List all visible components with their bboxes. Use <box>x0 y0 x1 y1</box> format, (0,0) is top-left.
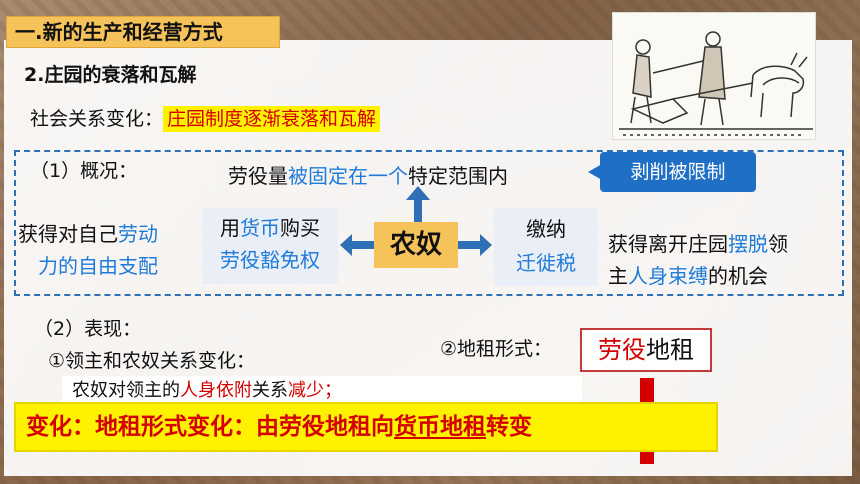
relation-change-heading: ①领主和农奴关系变化： <box>48 350 256 372</box>
corvee-text-post: 特定范围内 <box>408 164 508 188</box>
money-text-b: 货币 <box>240 216 280 240</box>
rent-text-b: 地租 <box>646 336 694 364</box>
tax-line-1: 缴纳 <box>526 217 566 241</box>
rent-text-a: 劳役 <box>598 336 646 364</box>
money-line-1: 用货币购买 <box>208 212 332 244</box>
labor-freedom-line-2: 力的自由支配 <box>38 254 158 278</box>
banner-text-b: 货币地租 <box>394 414 486 440</box>
ploughing-illustration-drawing <box>619 31 813 136</box>
relation-text-d: 减少； <box>288 380 342 401</box>
section-subtitle: 2.庄园的衰落和瓦解 <box>24 64 197 86</box>
leave-text-b: 摆脱 <box>728 232 768 256</box>
social-change-highlight: 庄园制度逐渐衰落和瓦解 <box>163 106 381 132</box>
leave-text-c: 领 <box>768 232 788 256</box>
money-exemption-box: 用货币购买 劳役豁免权 <box>202 208 338 284</box>
money-text-c: 购买 <box>280 216 320 240</box>
social-change-line: 社会关系变化：庄园制度逐渐衰落和瓦解 <box>30 104 381 132</box>
manifestation-label: （2）表现： <box>34 318 142 340</box>
labor-freedom-text: 获得对自己劳动 力的自由支配 <box>18 218 214 282</box>
relation-text-a: 农奴对领主的 <box>72 380 180 401</box>
corvee-fixed-text: 劳役量被固定在一个特定范围内 <box>228 160 508 189</box>
banner-text-a: 变化：地租形式变化：由劳役地租向 <box>26 414 394 440</box>
serf-center-box: 农奴 <box>374 222 458 268</box>
money-line-2: 劳役豁免权 <box>220 248 320 272</box>
corvee-text-pre: 劳役量 <box>228 164 288 188</box>
overview-dashed-box <box>14 150 844 296</box>
money-text-a: 用 <box>220 216 240 240</box>
ploughing-illustration <box>612 12 816 140</box>
tag-pointer <box>588 164 602 180</box>
tax-line-2: 迁徙税 <box>516 251 576 275</box>
corvee-text-blue: 被固定在一个 <box>288 164 408 188</box>
overview-label: （1）概况： <box>30 160 138 182</box>
labor-text-a: 获得对自己 <box>18 222 118 246</box>
labor-rent-box: 劳役地租 <box>580 328 712 372</box>
labor-text-b: 劳动 <box>118 222 158 246</box>
leave-manor-line-2: 主人身束缚的机会 <box>608 260 844 292</box>
leave-text-e: 人身束缚 <box>628 264 708 288</box>
leave-text-d: 主 <box>608 264 628 288</box>
social-change-label: 社会关系变化： <box>30 108 164 130</box>
rent-form-label: ②地租形式： <box>440 338 553 360</box>
relation-text-c: 关系 <box>252 380 288 401</box>
arrow-left-icon <box>340 234 374 256</box>
personal-dependence-text: 农奴对领主的人身依附关系减少； <box>62 376 582 406</box>
relation-text-b: 人身依附 <box>180 380 252 401</box>
labor-freedom-line-1: 获得对自己劳动 <box>18 218 214 250</box>
rent-change-banner: 变化：地租形式变化：由劳役地租向货币地租转变 <box>14 402 718 452</box>
page-title: 一.新的生产和经营方式 <box>6 16 280 48</box>
arrow-up-icon <box>406 186 430 222</box>
exploitation-limited-tag: 剥削被限制 <box>600 152 756 192</box>
leave-text-a: 获得离开庄园 <box>608 232 728 256</box>
arrow-right-icon <box>458 234 492 256</box>
leave-text-f: 的机会 <box>708 264 768 288</box>
banner-text-c: 转变 <box>486 414 532 440</box>
leave-manor-line-1: 获得离开庄园摆脱领 <box>608 228 844 260</box>
migration-tax-box: 缴纳 迁徙税 <box>494 208 598 286</box>
leave-manor-text: 获得离开庄园摆脱领 主人身束缚的机会 <box>608 228 844 292</box>
